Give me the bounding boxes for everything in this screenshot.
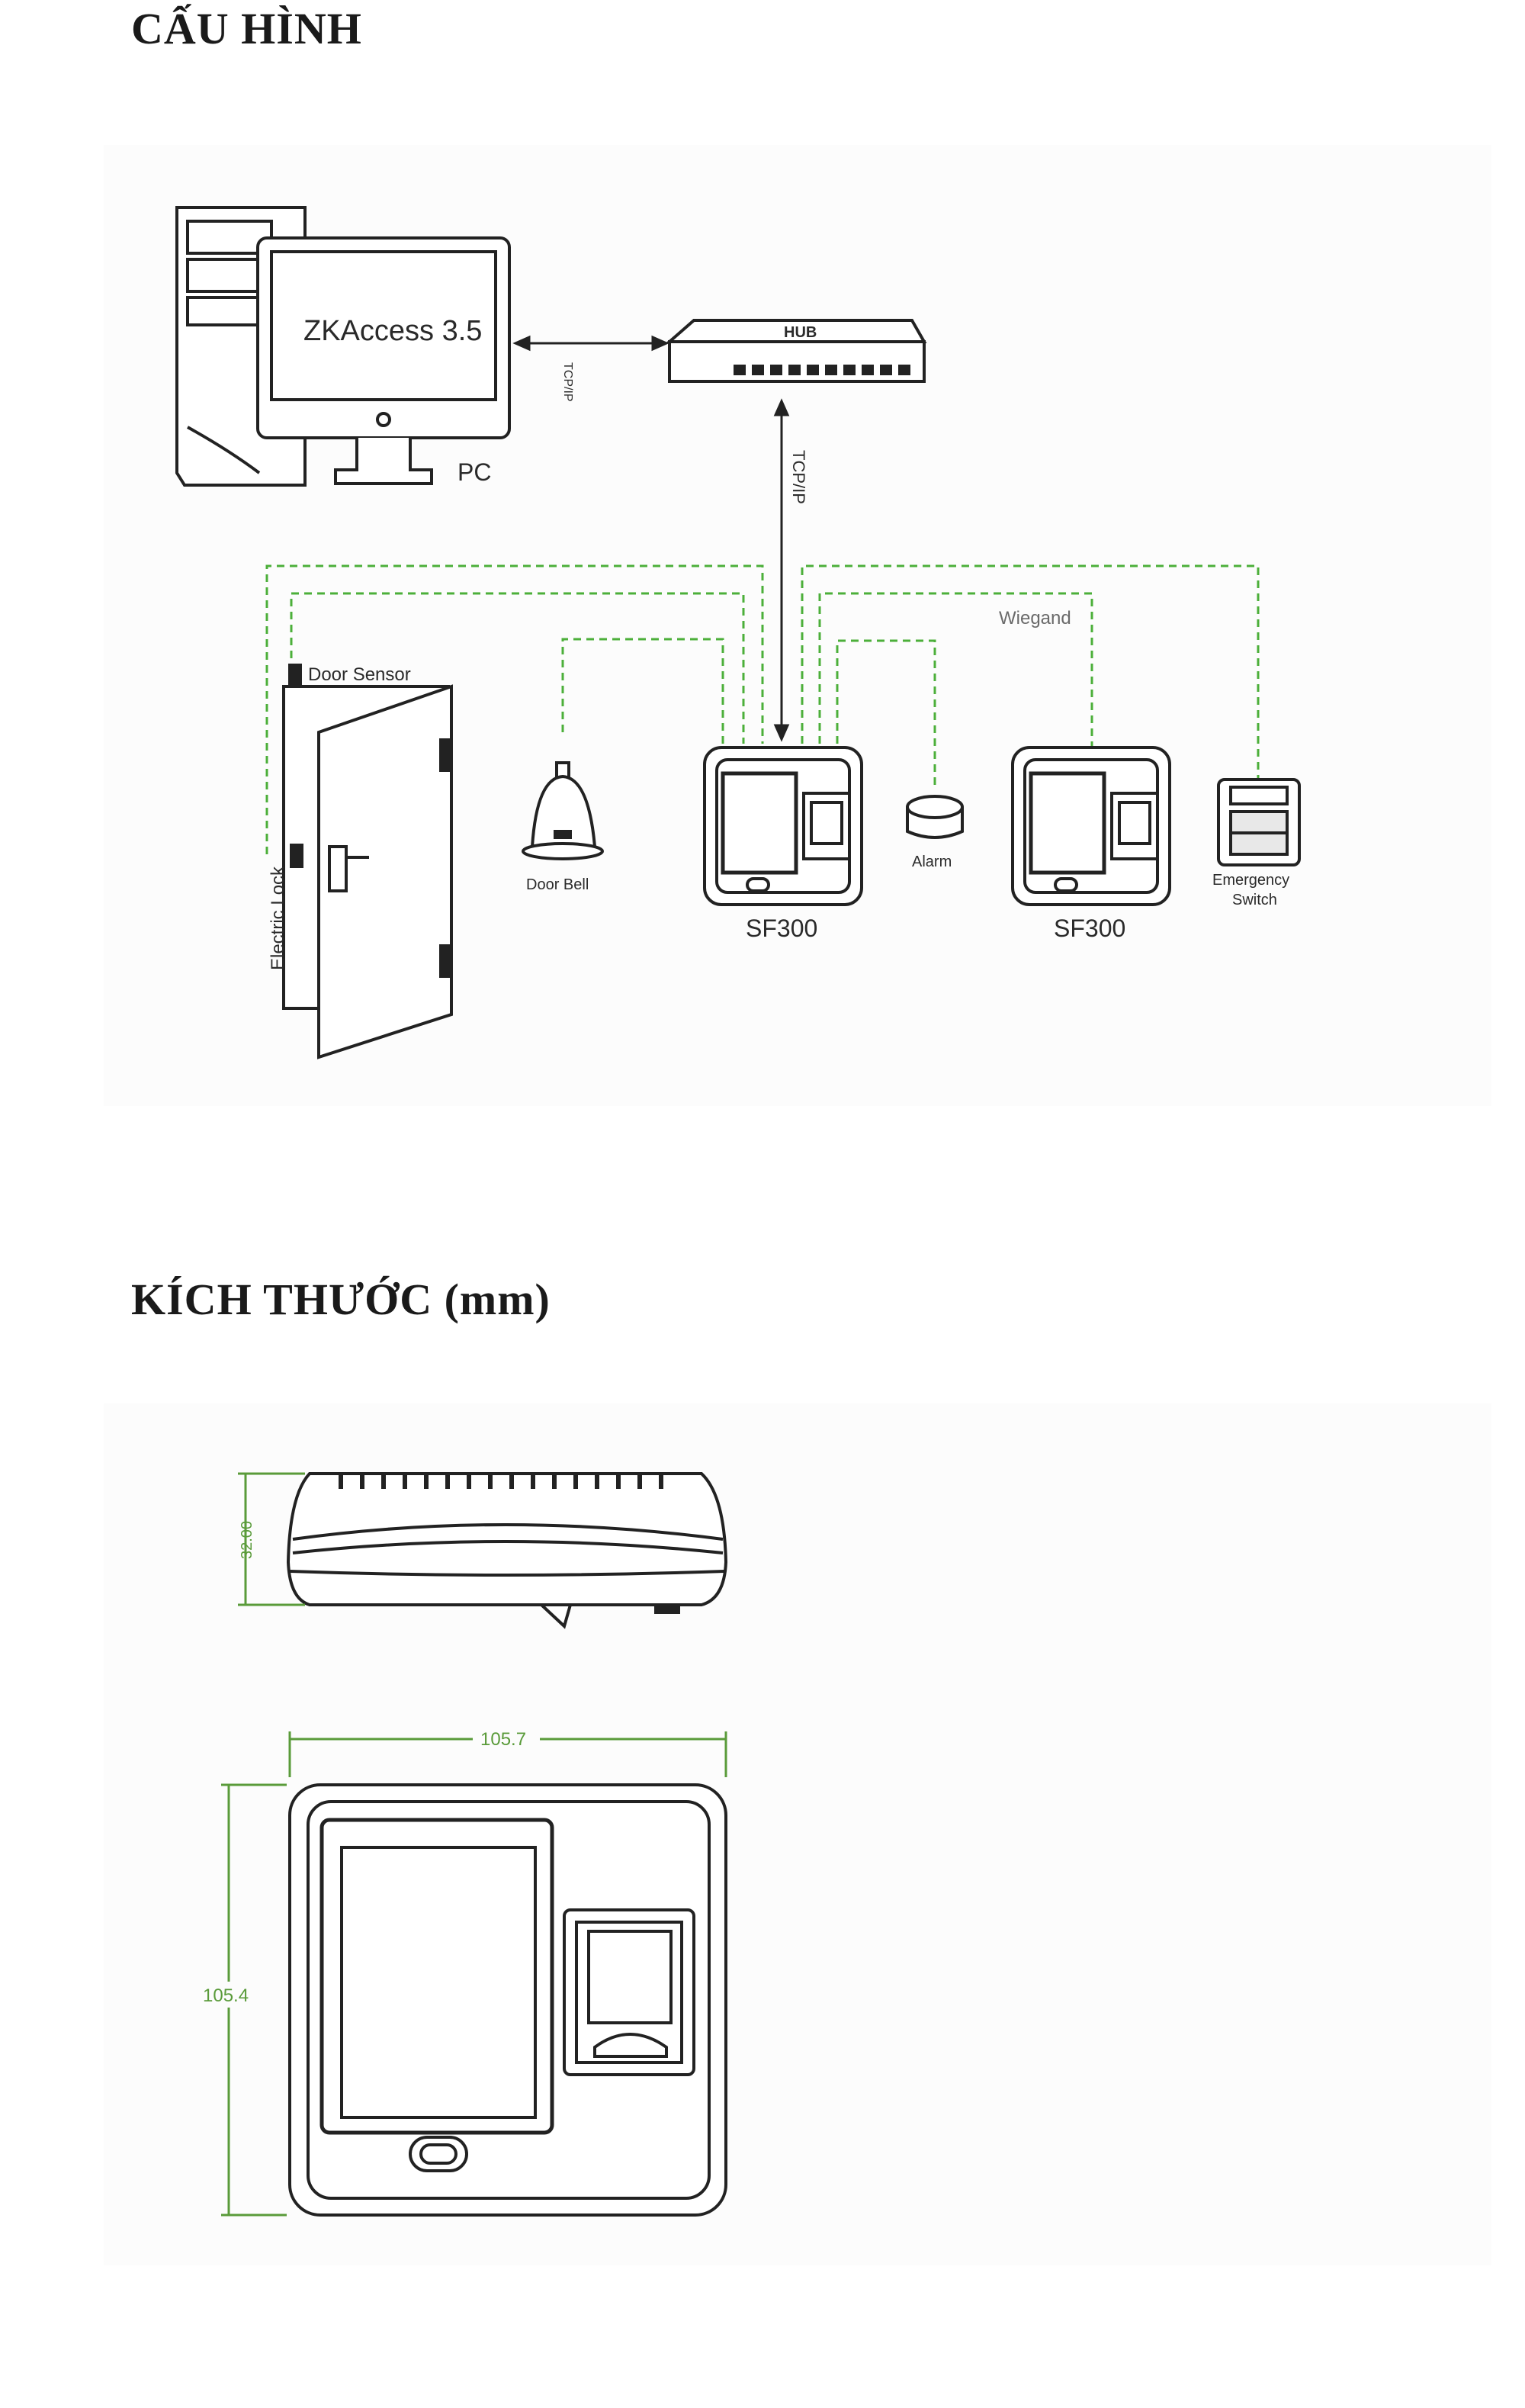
wiegand-label: Wiegand [999, 608, 1071, 629]
hub-icon [665, 319, 927, 383]
height-label-bg [200, 1982, 258, 2008]
section-title-config: CẤU HÌNH [131, 4, 362, 53]
hub-label: HUB [784, 324, 817, 341]
arrow-pc-hub [512, 335, 669, 352]
pc-label: PC [458, 458, 491, 486]
width-dimension-value: 105.7 [480, 1729, 526, 1750]
electric-lock-label: Electric Lock [268, 866, 288, 970]
link-label-hub-device: TCP/IP [789, 450, 808, 504]
pc-monitor-icon [256, 236, 511, 485]
door-bell-label: Door Bell [526, 876, 589, 893]
config-diagram: TCP/IP TCP/IP ZKAccess 3.5 PC HUB [175, 206, 1301, 1059]
section-title-dimensions: KÍCH THƯỚC (mm) [131, 1275, 551, 1324]
height-dimension-value: 105.4 [203, 1985, 249, 2006]
arrow-hub-device [773, 398, 790, 742]
door-bell-icon [522, 761, 604, 860]
emergency-switch-label-line2: Switch [1232, 892, 1277, 908]
device-front-view [288, 1783, 727, 2217]
depth-dimension-line [238, 1472, 305, 1606]
software-label: ZKAccess 3.5 [303, 315, 482, 347]
sf300-device-2-label: SF300 [1054, 915, 1125, 942]
alarm-icon [906, 795, 964, 839]
door-icon [282, 664, 453, 1059]
emergency-switch-icon [1217, 778, 1301, 866]
device-side-view [286, 1472, 728, 1629]
door-sensor-label: Door Sensor [308, 664, 411, 685]
link-label-pc-hub: TCP/IP [561, 362, 574, 402]
alarm-label: Alarm [912, 854, 952, 870]
sf300-device-1-icon [703, 746, 863, 906]
width-label-bg [473, 1727, 540, 1750]
depth-dimension-value: 32.00 [239, 1521, 255, 1559]
wiring [265, 564, 1260, 854]
emergency-switch-label-line1: Emergency [1212, 872, 1289, 889]
sf300-device-1-label: SF300 [746, 915, 817, 942]
sf300-device-2-icon [1011, 746, 1171, 906]
